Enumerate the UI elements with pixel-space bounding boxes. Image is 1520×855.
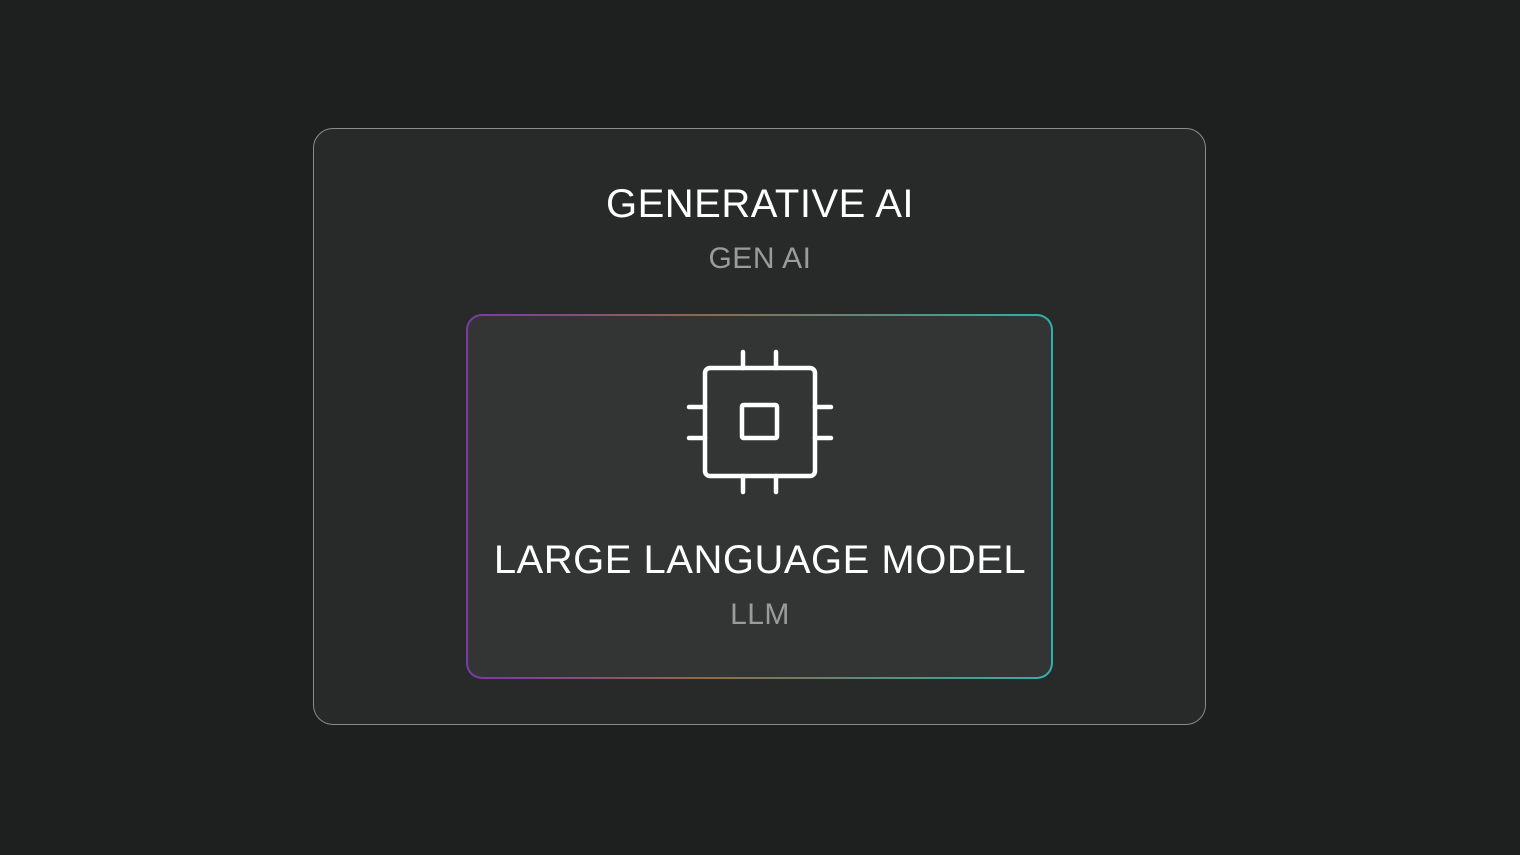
llm-title: LARGE LANGUAGE MODEL bbox=[493, 538, 1027, 582]
llm-container bbox=[466, 314, 1053, 679]
chip-core bbox=[739, 402, 780, 441]
generative-ai-title: GENERATIVE AI bbox=[605, 182, 915, 226]
generative-ai-abbreviation: GEN AI bbox=[708, 242, 812, 275]
llm-container-fill bbox=[468, 316, 1051, 677]
llm-abbreviation: LLM bbox=[730, 598, 790, 631]
chip-body bbox=[702, 365, 818, 479]
cpu-chip-icon bbox=[686, 349, 834, 495]
